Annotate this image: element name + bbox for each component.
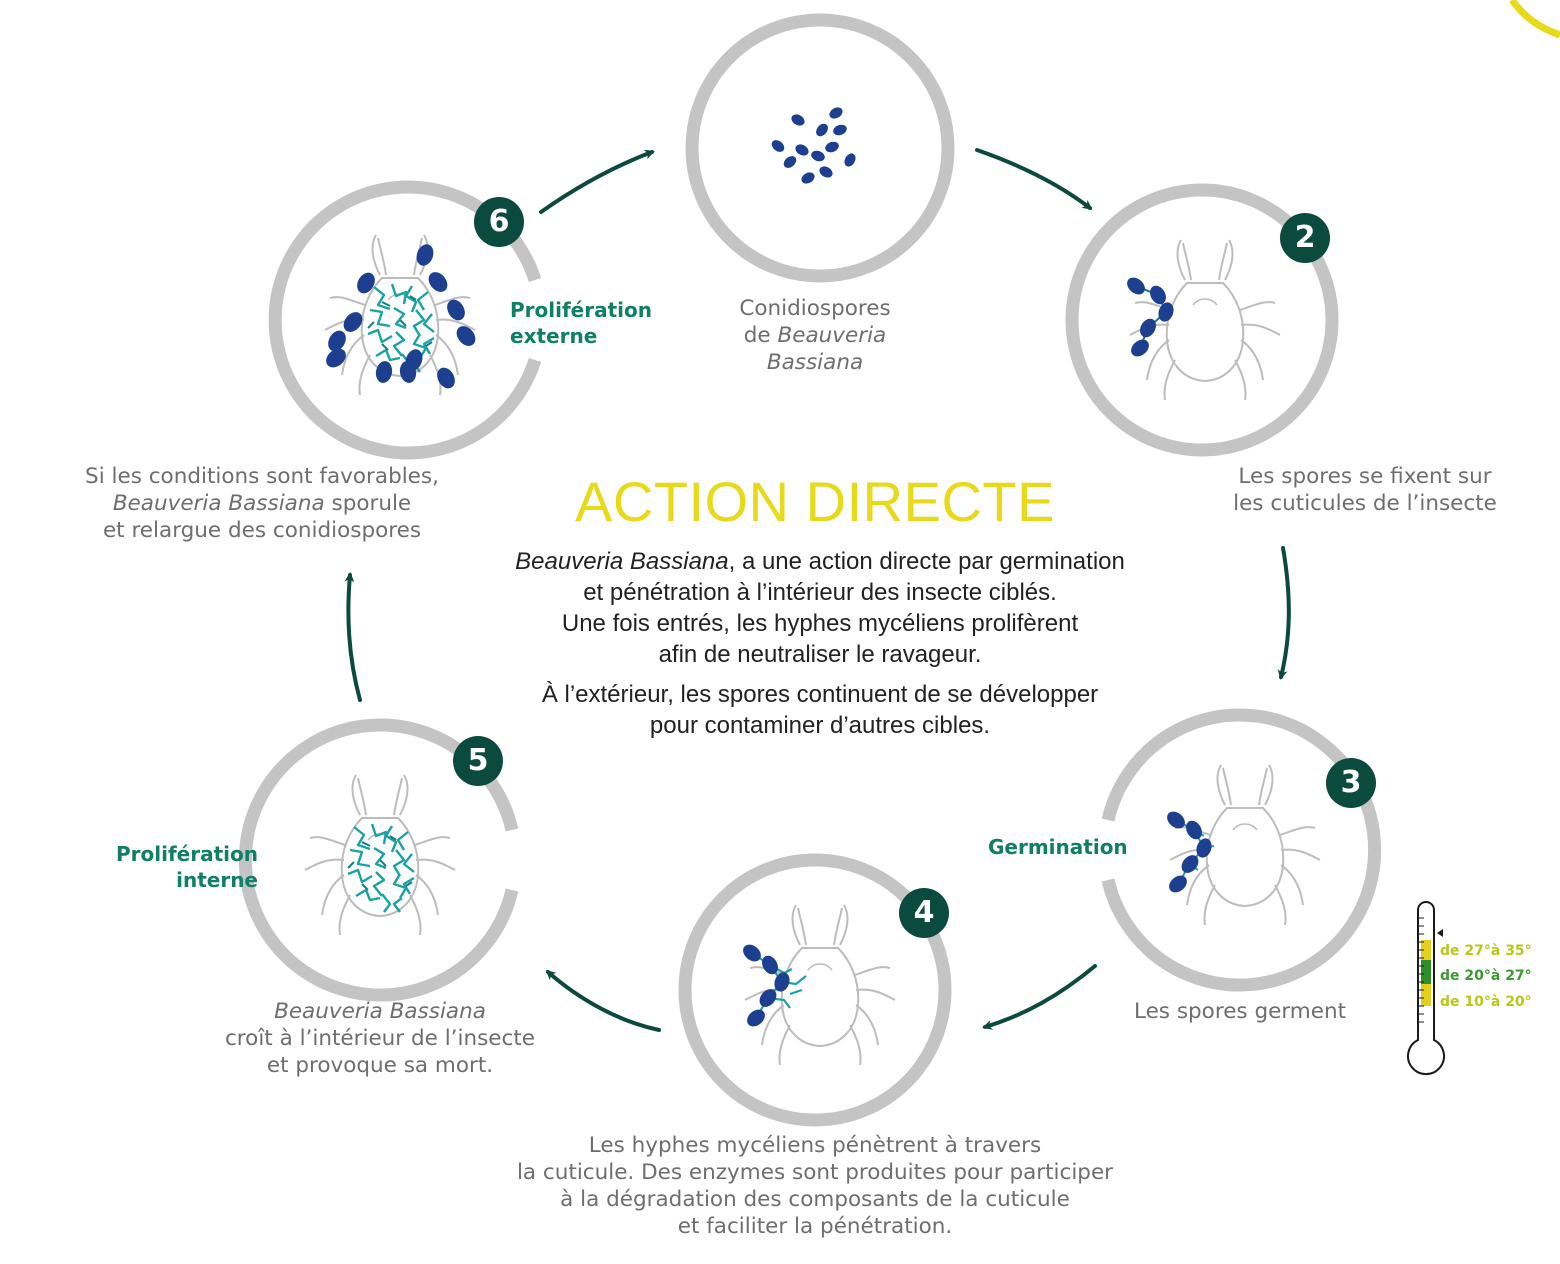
conidiospores-cluster xyxy=(771,107,856,184)
arrow-1-to-2 xyxy=(975,148,1093,210)
arrow-3-to-4 xyxy=(982,964,1097,1030)
cycle-arrows xyxy=(344,148,1291,1032)
stage-5-mite xyxy=(304,774,456,936)
stage-3-number-badge: 3 xyxy=(1326,758,1376,808)
thermometer-icon xyxy=(1407,901,1445,1076)
intro-line-5: À l’extérieur, les spores continuent de … xyxy=(541,681,1099,708)
stage-4-ring xyxy=(678,853,952,1127)
stage-4-caption: Les hyphes mycéliens pénètrent à travers… xyxy=(516,1133,1114,1239)
stage-6-ring xyxy=(268,180,542,460)
intro-text: Beauveria Bassiana, a une action directe… xyxy=(440,546,1200,741)
stage-2-caption: Les spores se fixent sur les cuticules d… xyxy=(1233,464,1497,516)
stage-5-caption: Beauveria Bassiana croît à l’intérieur d… xyxy=(224,999,536,1078)
arrow-5-to-6 xyxy=(344,572,362,702)
stage-4-number-badge: 4 xyxy=(899,888,949,938)
stage-5-label: Prolifération interne xyxy=(116,842,258,892)
stage-2-ring xyxy=(1065,183,1339,457)
thermometer-range-high: de 27°à 35° xyxy=(1440,943,1532,959)
arrow-2-to-3 xyxy=(1277,546,1291,680)
intro-line-1: Beauveria Bassiana, a une action directe… xyxy=(515,548,1125,575)
corner-yellow-arc xyxy=(1509,0,1560,39)
thermometer-range-low: de 10°à 20° xyxy=(1440,994,1532,1010)
intro-line-2: et pénétration à l’intérieur des insecte… xyxy=(583,579,1057,606)
stage-1-ring xyxy=(685,13,955,283)
arrow-4-to-5 xyxy=(545,970,661,1032)
stage-3-mite xyxy=(1163,764,1321,926)
stage-1-caption: Conidiospores de Beauveria Bassiana xyxy=(739,296,891,375)
stage-6-mite xyxy=(322,234,480,396)
stage-2-number-badge: 2 xyxy=(1280,213,1330,263)
stage-5-ring xyxy=(238,718,519,1002)
arrow-6-to-1 xyxy=(539,149,655,214)
stage-3-caption: Les spores germent xyxy=(1133,999,1347,1024)
intro-line-6: pour contaminer d’autres cibles. xyxy=(649,712,991,739)
page-title: ACTION DIRECTE xyxy=(575,470,1055,533)
intro-line-4: afin de neutraliser le ravageur. xyxy=(658,641,982,668)
stage-2-mite xyxy=(1123,239,1281,401)
stage-5-number-badge: 5 xyxy=(453,736,503,786)
stage-6-number-badge: 6 xyxy=(474,197,524,247)
stage-6-caption: Si les conditions sont favorables, Beauv… xyxy=(85,464,439,543)
stage-4-mite xyxy=(739,904,896,1066)
stage-6-label: Prolifération externe xyxy=(510,298,652,348)
intro-line-3: Une fois entrés, les hyphes mycéliens pr… xyxy=(561,610,1079,637)
thermometer-range-mid: de 20°à 27° xyxy=(1440,968,1532,984)
stage-3-label: Germination xyxy=(988,835,1128,859)
stage-3-ring xyxy=(1101,708,1382,992)
